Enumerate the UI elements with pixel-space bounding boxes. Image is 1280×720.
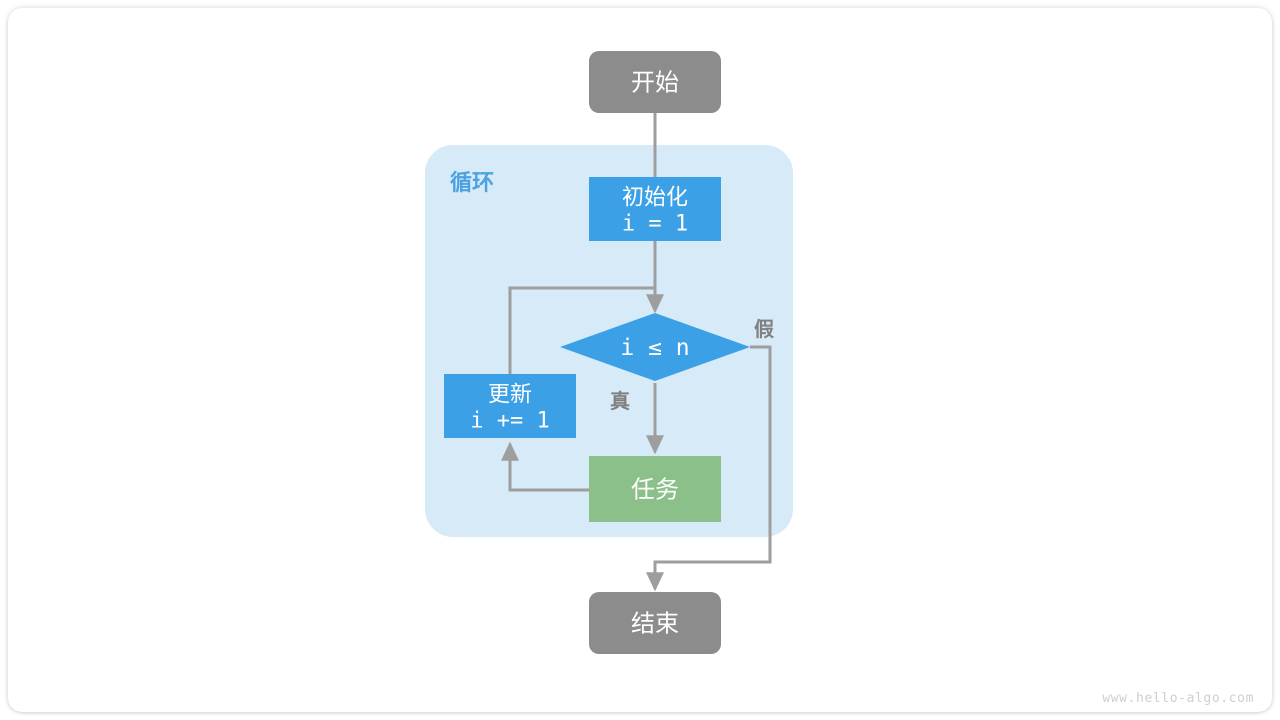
node-update-label: 更新 — [488, 382, 532, 407]
edge-label-false: 假 — [754, 317, 775, 341]
edge-cond-to-end — [646, 345, 772, 592]
edge-label-true: 真 — [610, 389, 630, 413]
edge-task-to-update — [501, 441, 589, 492]
loop-group-label: 循环 — [450, 170, 494, 195]
node-task-label: 任务 — [631, 477, 679, 504]
watermark-url: www.hello-algo.com — [1102, 691, 1254, 706]
node-init-sublabel: i = 1 — [622, 212, 688, 237]
node-condition-label: i ≤ n — [620, 335, 689, 361]
node-condition[interactable]: i ≤ n — [560, 313, 750, 381]
node-init-label: 初始化 — [622, 185, 688, 210]
node-update[interactable]: 更新 i += 1 — [444, 374, 576, 438]
node-end[interactable]: 结束 — [589, 592, 721, 654]
node-end-label: 结束 — [631, 611, 679, 638]
node-task[interactable]: 任务 — [589, 456, 721, 522]
node-init[interactable]: 初始化 i = 1 — [589, 177, 721, 241]
node-update-sublabel: i += 1 — [470, 409, 549, 434]
node-start[interactable]: 开始 — [589, 51, 721, 113]
edge-update-to-cond — [508, 286, 655, 374]
node-start-label: 开始 — [631, 70, 679, 97]
